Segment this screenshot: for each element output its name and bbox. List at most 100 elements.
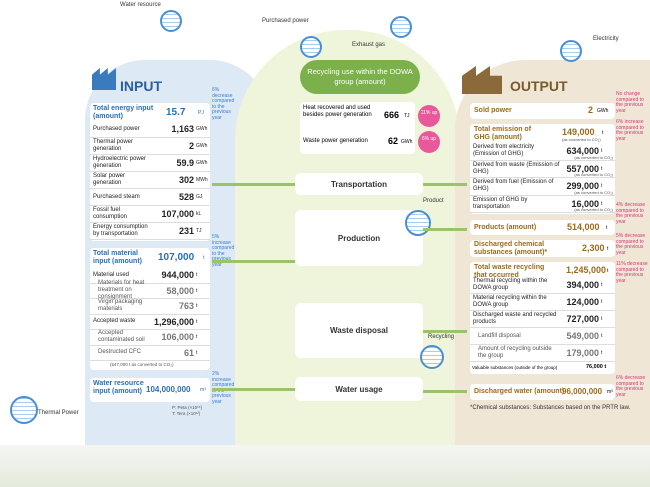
discharged-water-value: 96,000,000 <box>562 387 603 396</box>
row-unit: t <box>601 350 603 356</box>
row-label: Landfill disposal <box>478 332 521 339</box>
row-value: 528 <box>178 192 194 202</box>
arrow-waste-to-output <box>423 330 467 333</box>
energy-total: 15.7 <box>166 107 186 118</box>
sold-power-note: No change compared to the previous year <box>616 91 644 114</box>
thermal-power-icon <box>10 396 38 424</box>
row-unit: t <box>601 165 603 172</box>
discharged-water-label: Discharged water (amount) <box>474 388 565 395</box>
unit-legend-peta: P: Peta (×10¹⁵) <box>172 405 203 410</box>
ghg-total-unit: t <box>602 130 604 136</box>
waste-power-value: 62 <box>388 136 399 146</box>
electricity-label: Electricity <box>593 36 619 42</box>
waste-disposal-box: Waste disposal <box>295 303 423 358</box>
energy-total-unit: PJ <box>198 110 204 116</box>
row-unit: t <box>196 272 198 279</box>
row-unit: t <box>601 282 603 288</box>
waste-row: Discharged waste and recycled products 72… <box>470 311 615 328</box>
heat-recovered-unit: TJ <box>404 113 410 119</box>
valuable-value: 76,000 t <box>586 364 607 370</box>
row-value: 634,000 <box>566 146 599 157</box>
exhaust-gas-label: Exhaust gas <box>352 42 386 48</box>
row-unit: t <box>601 299 603 305</box>
heat-recovered-value: 666 <box>384 110 400 120</box>
row-label: Derived from waste (Emission of GHG) <box>473 161 560 175</box>
row-conversion: (as converted to CO₂) <box>574 207 613 212</box>
ghg-row: Derived from waste (Emission of GHG)557,… <box>470 161 615 178</box>
products-box: Products (amount) 514,000 t <box>470 220 615 235</box>
sold-power-label: Sold power <box>474 107 512 114</box>
row-unit: t <box>196 303 198 310</box>
row-unit: kL <box>196 211 202 217</box>
material-note: 5% increase compared to the previous yea… <box>212 234 235 268</box>
ghg-box: Total emission of GHG (amount) 149,000 t… <box>470 124 615 214</box>
row-value: 231 <box>178 226 194 236</box>
chemicals-box: Discharged chemical substances (amount)*… <box>470 240 615 257</box>
sold-power-value: 2 <box>588 105 594 115</box>
row-value: 106,000 <box>161 332 194 343</box>
waste-recycling-box: Total waste recycling that occurred 1,24… <box>470 262 615 374</box>
purchased-power-label: Purchased power <box>262 18 309 24</box>
row-label: Emission of GHG by transportation <box>473 196 528 210</box>
row-label: Virgin packaging materials <box>98 299 143 313</box>
row-value: 2 <box>188 141 194 151</box>
row-value: 299,000 <box>566 181 599 192</box>
waste-power-unit: GWh <box>401 139 413 145</box>
row-label: Solar power generation <box>93 173 126 186</box>
recycling-label: Recycling <box>428 334 455 340</box>
sold-power-unit: GWh <box>597 108 609 114</box>
waste-note: 11% decrease compared to the previous ye… <box>616 261 648 284</box>
row-label: Fossil fuel consumption <box>93 207 128 220</box>
water-input-box: Water resource input (amount) 104,000,00… <box>90 378 210 402</box>
row-label: Purchased power <box>93 125 140 132</box>
energy-note: 6% decrease compared to the previous yea… <box>212 87 235 121</box>
sold-power-box: Sold power 2 GWh <box>470 103 615 119</box>
material-footnote: (547,000 t as converted to CO₂) <box>110 362 174 367</box>
row-label: Destructed CFC <box>98 349 142 356</box>
row-label: Discharged waste and recycled products <box>473 312 557 325</box>
row-value: 302 <box>178 175 194 185</box>
row-label: Accepted contaminated soil <box>98 330 145 344</box>
water-resource-icon <box>160 10 182 32</box>
products-note: 4% decrease compared to the previous yea… <box>616 202 646 225</box>
chemicals-note: 5% decrease compared to the previous yea… <box>616 233 646 256</box>
row-value: 124,000 <box>566 297 599 307</box>
discharged-water-box: Discharged water (amount) 96,000,000 m³ <box>470 384 615 400</box>
recycling-icon <box>420 345 444 369</box>
products-unit: t <box>606 225 608 231</box>
arrow-material-to-production <box>212 260 295 263</box>
row-label: Accepted waste <box>93 318 136 325</box>
row-label: Materials for heat treatment on consignm… <box>98 280 145 301</box>
row-unit: t <box>601 200 603 207</box>
row-value: 394,000 <box>566 280 599 290</box>
ghg-note: 6% increase compared to the previous yea… <box>616 119 644 142</box>
row-value: 1,163 <box>171 124 194 134</box>
waste-total-unit: t <box>607 268 609 274</box>
row-value: 179,000 <box>566 348 599 358</box>
row-value: 727,000 <box>566 314 599 324</box>
ghg-row: Derived from electricity (Emission of GH… <box>470 143 615 161</box>
discharged-water-unit: m³ <box>607 389 613 395</box>
row-value: 549,000 <box>566 331 599 341</box>
material-total-unit: t <box>203 255 205 261</box>
waste-header: Total waste recycling that occurred <box>474 264 545 279</box>
row-unit: GWh <box>196 160 208 166</box>
chemicals-unit: t <box>607 246 609 252</box>
transportation-box: Transportation <box>295 173 423 195</box>
waste-row: Material recycling within the DOWA group… <box>470 294 615 311</box>
material-input-box: Total material input (amount) 107,000 t … <box>90 248 210 370</box>
products-label: Products (amount) <box>474 224 537 231</box>
row-value: 58,000 <box>166 285 194 296</box>
recycling-use-pill: Recycling use within the DOWA group (amo… <box>300 60 420 94</box>
row-unit: GWh <box>196 143 208 149</box>
row-conversion: (as converted to CO₂) <box>574 154 613 160</box>
chemicals-label: Discharged chemical substances (amount)* <box>474 241 548 256</box>
